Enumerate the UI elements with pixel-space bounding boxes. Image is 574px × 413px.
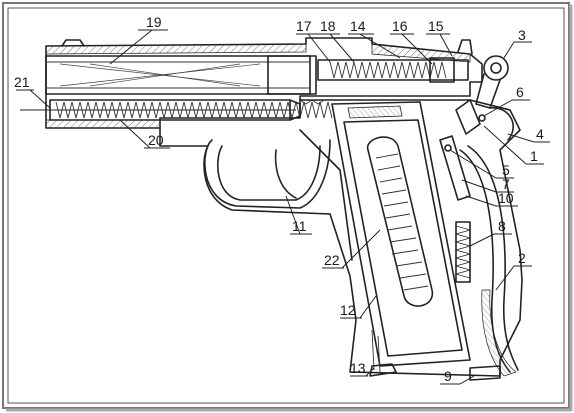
callout-21: 21 [14, 74, 30, 90]
callout-11: 11 [292, 218, 307, 234]
callout-13: 13 [350, 360, 366, 376]
grip-and-magazine [331, 101, 471, 373]
callout-2: 2 [518, 250, 526, 266]
callout-10: 10 [498, 190, 514, 206]
callout-19: 19 [146, 14, 162, 30]
callout-18: 18 [320, 18, 336, 34]
callout-12: 12 [340, 302, 356, 318]
magazine-base [369, 363, 501, 381]
leader-lines [16, 29, 550, 385]
firing-pin-assembly [317, 57, 469, 83]
callout-22: 22 [324, 252, 340, 268]
callout-20: 20 [148, 132, 164, 148]
callout-4: 4 [536, 126, 544, 142]
callout-7: 7 [502, 176, 510, 192]
backstrap-mainspring [454, 145, 519, 377]
callout-5: 5 [502, 162, 510, 178]
callout-14: 14 [350, 18, 366, 34]
hammer [475, 55, 509, 109]
callout-15: 15 [428, 18, 444, 34]
callout-labels: 19 21 20 17 18 14 16 15 3 6 4 1 5 7 10 8… [14, 14, 544, 384]
callout-9: 9 [444, 368, 452, 384]
pistol-frame [159, 99, 523, 377]
callout-8: 8 [498, 218, 506, 234]
callout-3: 3 [518, 27, 526, 43]
barrel [45, 55, 317, 95]
callout-1: 1 [530, 148, 538, 164]
recoil-spring [20, 99, 333, 121]
callout-6: 6 [516, 84, 524, 100]
sear-parts [439, 99, 514, 201]
callout-16: 16 [392, 18, 408, 34]
callout-17: 17 [296, 18, 312, 34]
